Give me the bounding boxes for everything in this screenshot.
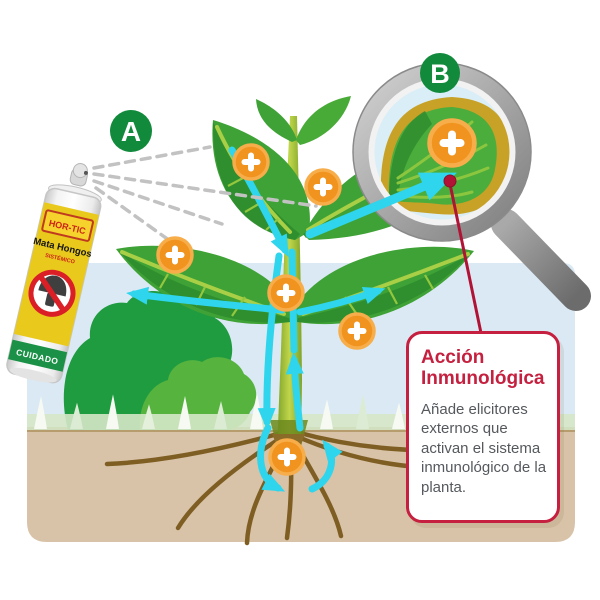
plus-icon xyxy=(267,274,305,312)
lens-content xyxy=(380,97,510,215)
info-box-title: Acción Inmunológica xyxy=(421,347,545,390)
brand-plaque xyxy=(41,209,94,242)
plus-icon xyxy=(232,143,270,181)
spray-can: HOR-TIC Mata Hongos SISTÉMICO CUIDADO xyxy=(6,163,102,384)
flow-arrow-left-leaf xyxy=(126,286,286,314)
info-box: Acción Inmunológica Añade elicitores ext… xyxy=(406,331,560,523)
leaf-shade xyxy=(212,122,300,240)
flow-arrow-stem-up xyxy=(285,352,304,432)
spray-mist-icon xyxy=(92,145,318,245)
plus-icon xyxy=(156,236,194,274)
caution-band xyxy=(8,339,68,372)
leaf-top-small-left xyxy=(256,99,297,142)
step-b-label: B xyxy=(430,59,450,89)
plus-icon xyxy=(338,312,376,350)
magnifying-glass-icon xyxy=(352,62,591,311)
magnifier-handle xyxy=(491,209,591,311)
no-fungus-icon xyxy=(28,269,76,317)
can-nozzle-hole xyxy=(83,170,88,175)
step-a-label: A xyxy=(121,116,141,147)
flow-arrow-into-lens xyxy=(305,172,457,239)
can-bottom-rim xyxy=(9,367,57,383)
plus-icon xyxy=(430,121,475,166)
callout-dot xyxy=(443,174,457,188)
callout-line xyxy=(448,183,483,334)
leaf-top-small-right xyxy=(296,96,351,145)
flow-arrow-right-leaf xyxy=(296,287,386,316)
plus-icon xyxy=(268,438,306,476)
leaf-shade xyxy=(297,253,471,323)
bush-light xyxy=(139,357,257,430)
step-a-badge: A xyxy=(110,110,152,152)
flow-arrow-stem-down xyxy=(257,252,283,430)
flow-arrow-root-right xyxy=(308,439,343,493)
info-box-body: Añade elicitores externos que activan el… xyxy=(421,400,547,496)
step-b-badge: B xyxy=(420,53,460,93)
plus-icon xyxy=(304,168,342,206)
flow-arrow-root-left xyxy=(257,424,286,492)
